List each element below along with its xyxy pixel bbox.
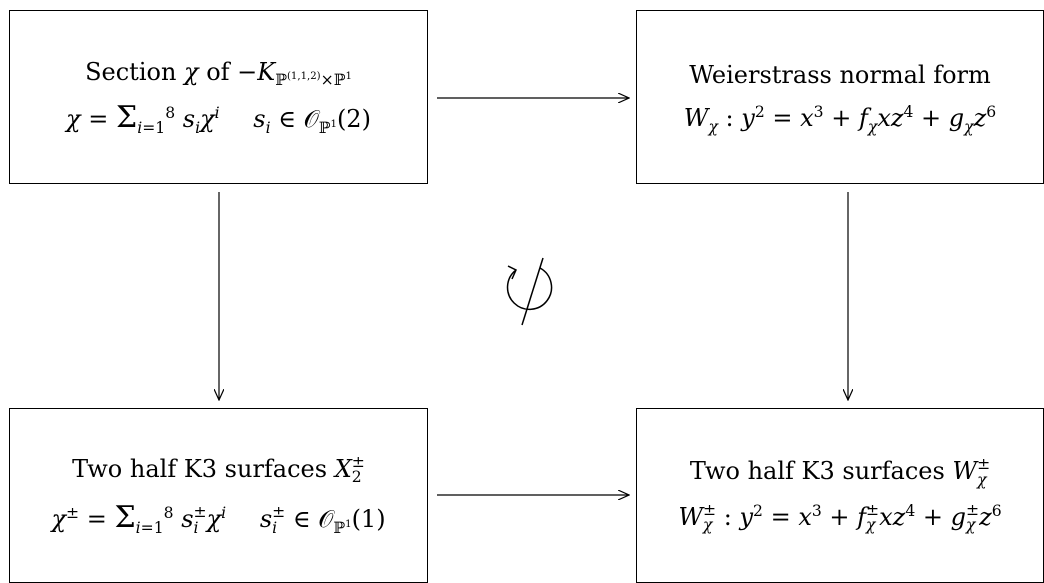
box-section-chi-formula: χ = Σi=18 siχi si ∈ 𝒪ℙ1(2) <box>66 100 371 138</box>
commutative-loop-icon <box>506 257 553 326</box>
box-section-chi-title: Section χ of −Kℙ(1,1,2)×ℙ1 <box>85 57 352 90</box>
box-half-k3-x-title: Two half K3 surfaces X±2 <box>72 452 365 487</box>
box-section-chi: Section χ of −Kℙ(1,1,2)×ℙ1 χ = Σi=18 siχ… <box>9 10 428 184</box>
box-weierstrass: Weierstrass normal form Wχ : y2 = x3 + f… <box>636 10 1044 184</box>
box-half-k3-w-title: Two half K3 surfaces W±χ <box>689 455 991 489</box>
box-weierstrass-formula: Wχ : y2 = x3 + fχxz4 + gχz6 <box>683 103 997 136</box>
box-weierstrass-title: Weierstrass normal form <box>689 61 991 90</box>
box-half-k3-w: Two half K3 surfaces W±χ W±χ : y2 = x3 +… <box>636 408 1044 583</box>
